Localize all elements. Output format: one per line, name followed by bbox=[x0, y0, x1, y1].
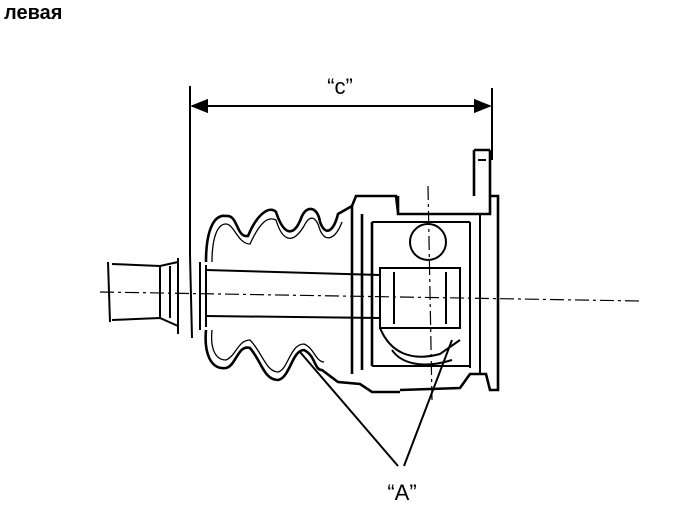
rubber-boot bbox=[204, 194, 400, 394]
inner-race bbox=[379, 185, 461, 401]
dimension-c-label: “c” bbox=[327, 74, 353, 99]
ball-roller bbox=[409, 223, 447, 261]
center-axis-line bbox=[99, 291, 641, 302]
leader-line-right bbox=[403, 339, 453, 467]
dimension-c: “c” bbox=[189, 74, 493, 255]
callout-a-label: “A” bbox=[387, 480, 416, 505]
callout-a: “A” bbox=[299, 339, 453, 505]
drive-shaft bbox=[107, 254, 381, 339]
leader-line-left bbox=[299, 351, 399, 467]
page-title: левая bbox=[4, 2, 63, 24]
race-axis-line bbox=[427, 185, 433, 401]
joint-housing bbox=[350, 148, 500, 392]
